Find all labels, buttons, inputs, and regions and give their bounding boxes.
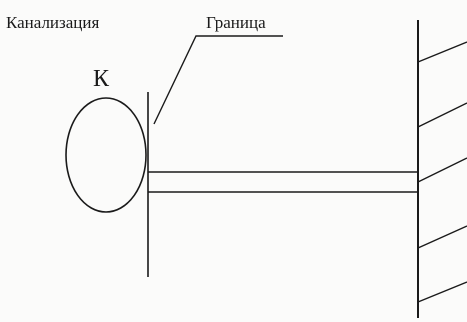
sewer-label: Канализация xyxy=(6,13,99,32)
boundary-label: Граница xyxy=(206,13,266,32)
wall-hatch-line xyxy=(417,102,467,128)
wall-hatch-line xyxy=(417,281,467,303)
well-label: К xyxy=(93,66,110,92)
wall-hatching xyxy=(417,41,467,303)
wall-hatch-line xyxy=(417,225,467,249)
boundary-leader-line xyxy=(153,35,283,125)
wall-hatch-line xyxy=(417,157,467,183)
sewer-well-oval xyxy=(65,97,147,213)
wall-hatch-line xyxy=(417,41,467,63)
